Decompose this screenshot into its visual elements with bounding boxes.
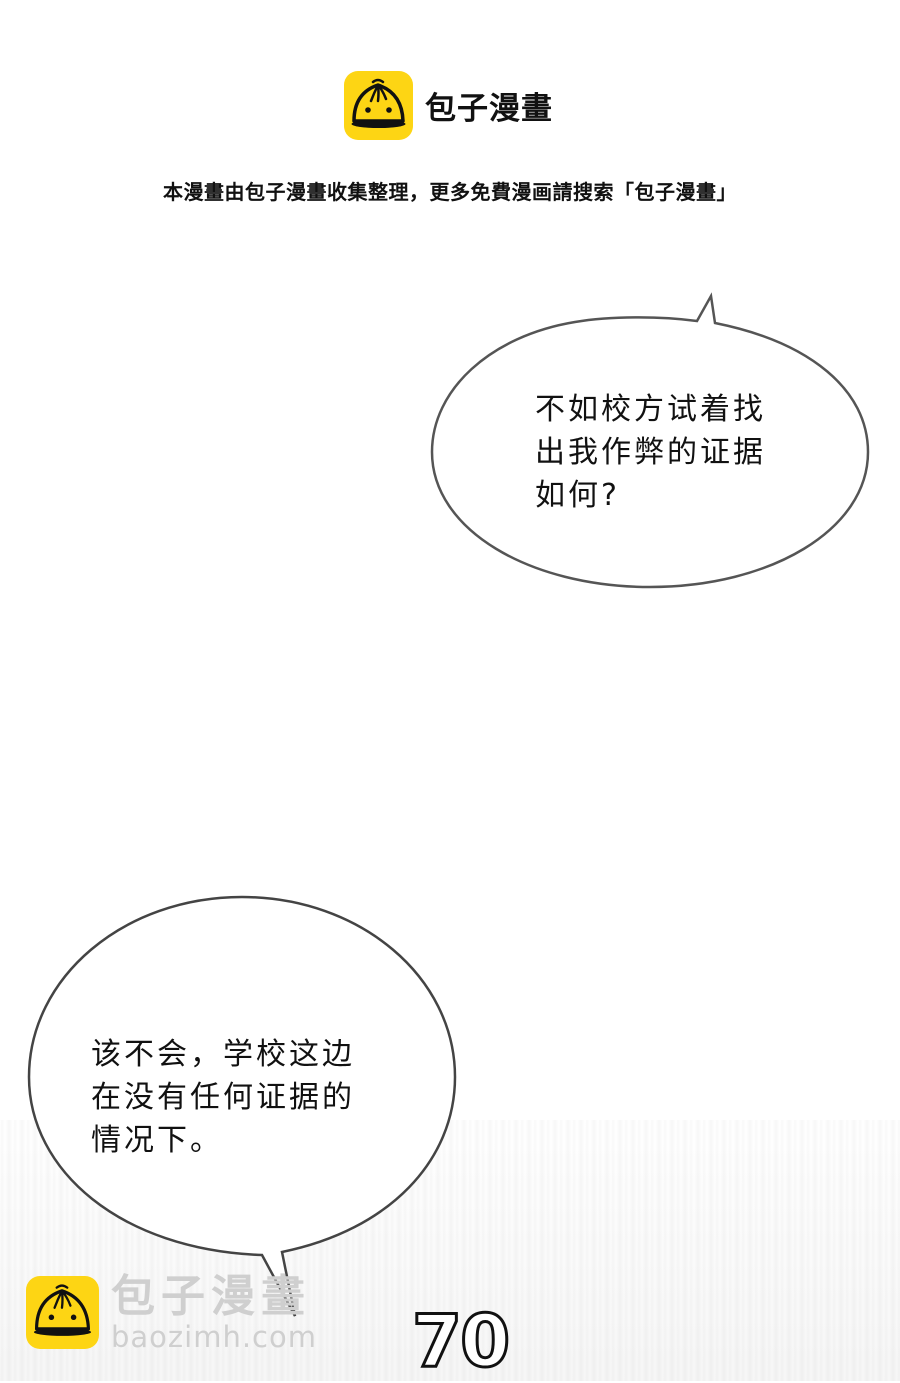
bubble-top-right-outline (430, 292, 870, 589)
bubble-line: 情况下。 (91, 1123, 223, 1158)
steamed-bun-icon (26, 1276, 99, 1349)
bubble-line: 该不会，学校这边 (91, 1037, 355, 1072)
brand-header: 包子漫畫 (344, 71, 553, 140)
bubble-line: 如何? (535, 478, 620, 513)
watermark-url: baozimh.com (111, 1320, 317, 1354)
page-number: 70 (410, 1299, 511, 1383)
steamed-bun-icon (344, 71, 413, 140)
watermark: 包子漫畫 baozimh.com (26, 1272, 317, 1354)
brand-name: 包子漫畫 (425, 91, 553, 127)
bubble-bottom-left-text: 该不会，学校这边 在没有任何证据的 情况下。 (91, 1033, 355, 1162)
bubble-bottom-left-outline (27, 895, 457, 1317)
bubble-line: 在没有任何证据的 (91, 1080, 355, 1115)
bubble-line: 不如校方试着找 (535, 392, 766, 427)
bubble-top-right-text: 不如校方试着找 出我作弊的证据 如何? (535, 388, 766, 517)
bubble-line: 出我作弊的证据 (535, 435, 766, 470)
watermark-name: 包子漫畫 (111, 1271, 311, 1322)
source-notice: 本漫畫由包子漫畫收集整理，更多免費漫画請搜索「包子漫畫」 (163, 180, 737, 204)
